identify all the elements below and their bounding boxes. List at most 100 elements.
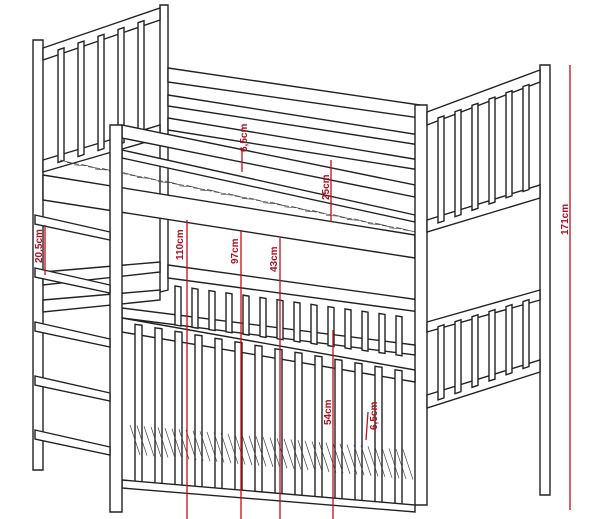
base-slat bbox=[318, 441, 330, 473]
mattress-slat bbox=[80, 163, 94, 168]
end-slat bbox=[505, 89, 513, 199]
base-slat bbox=[234, 434, 246, 465]
mattress-slat bbox=[255, 199, 269, 203]
base-slat bbox=[332, 443, 344, 474]
back-slat bbox=[293, 301, 301, 343]
base-slat bbox=[241, 434, 253, 466]
guard-slat bbox=[274, 347, 283, 497]
guard-slat bbox=[134, 323, 143, 485]
mattress-slat bbox=[269, 201, 283, 206]
base-slat bbox=[192, 430, 204, 461]
left-headboard bbox=[32, 4, 169, 471]
guard-slat bbox=[354, 361, 363, 504]
mattress-slat bbox=[59, 159, 73, 164]
end-slat bbox=[454, 108, 462, 218]
base-slat bbox=[290, 439, 302, 470]
dimension-lines bbox=[44, 65, 571, 519]
mattress-slat bbox=[325, 214, 339, 217]
mattress-slat bbox=[262, 202, 276, 204]
back-slat bbox=[361, 310, 369, 353]
end-slat bbox=[471, 313, 479, 389]
back-rails bbox=[167, 67, 421, 313]
mattress-slat bbox=[164, 180, 178, 185]
dim-ladder-step: 20,5cm bbox=[34, 229, 45, 263]
dim-43: 43cm bbox=[269, 246, 280, 272]
guard-slat bbox=[374, 365, 383, 506]
mattress-slat bbox=[171, 183, 185, 186]
back-slat bbox=[395, 314, 403, 357]
back-slat bbox=[344, 308, 352, 350]
mattress-slat bbox=[248, 197, 262, 202]
base-slat bbox=[262, 436, 274, 468]
base-slat bbox=[164, 428, 176, 459]
base-slat bbox=[283, 438, 295, 469]
mattress-slat bbox=[395, 226, 409, 231]
mattress-slat bbox=[227, 193, 241, 197]
guard-slat bbox=[214, 337, 223, 492]
end-slat bbox=[505, 303, 513, 376]
mattress-slat bbox=[122, 172, 136, 176]
base-slat bbox=[402, 449, 414, 480]
base-slat bbox=[374, 446, 386, 478]
mattress-slat bbox=[311, 210, 325, 214]
guard-slat bbox=[194, 333, 203, 491]
base-slat bbox=[360, 445, 372, 476]
dim-upper-guard-gap: 6,5cm bbox=[239, 124, 250, 152]
base-slat bbox=[220, 433, 232, 464]
guard-slat bbox=[394, 368, 403, 508]
mattress-slat bbox=[353, 218, 367, 223]
base-slat bbox=[157, 427, 169, 458]
mattress-slat bbox=[157, 181, 171, 183]
back-slat bbox=[378, 312, 386, 355]
mattress-slat bbox=[241, 198, 255, 200]
guard-slat bbox=[334, 358, 343, 502]
mattress-slat bbox=[346, 219, 360, 221]
guard-slat bbox=[314, 354, 323, 501]
dim-total-height: 171cm bbox=[560, 204, 571, 235]
end-slat bbox=[437, 114, 445, 224]
end-slat bbox=[488, 96, 496, 206]
base-slat bbox=[171, 428, 183, 459]
mattress-slat bbox=[234, 195, 248, 199]
dim-upper-guard-height: 25cm bbox=[321, 174, 332, 200]
base-slat bbox=[136, 425, 148, 456]
end-slat bbox=[488, 308, 496, 383]
back-slat bbox=[208, 289, 216, 332]
back-slat bbox=[174, 285, 182, 327]
base-slat bbox=[199, 431, 211, 462]
mattress-slat bbox=[150, 178, 164, 182]
guard-slat bbox=[174, 330, 183, 489]
base-slat bbox=[395, 448, 407, 480]
back-slat bbox=[310, 303, 318, 346]
base-slat bbox=[227, 433, 239, 464]
mattress-slat bbox=[178, 185, 192, 188]
mattress-slat bbox=[339, 216, 353, 220]
mattress-slat bbox=[213, 191, 227, 195]
end-slat bbox=[437, 323, 445, 401]
base-slat bbox=[353, 445, 365, 476]
base-slat bbox=[185, 429, 197, 461]
base-slat bbox=[269, 437, 281, 468]
base-slat bbox=[213, 432, 225, 463]
ladder bbox=[34, 124, 123, 513]
base-slat bbox=[206, 431, 218, 463]
right-end bbox=[414, 64, 551, 506]
end-slat bbox=[522, 83, 530, 193]
headboard-slat bbox=[77, 40, 85, 158]
guard-slat bbox=[154, 326, 163, 487]
base-slat bbox=[129, 424, 141, 456]
base-slat bbox=[304, 440, 316, 471]
mattress-slat bbox=[143, 176, 157, 181]
back-slat bbox=[259, 296, 267, 339]
mattress-slat bbox=[199, 189, 213, 192]
guard-slat bbox=[254, 344, 263, 496]
back-slat bbox=[191, 287, 199, 330]
base-slat bbox=[150, 426, 162, 458]
mattress-slat bbox=[332, 214, 346, 218]
headboard-slat bbox=[57, 46, 65, 164]
mattress-slat bbox=[206, 189, 220, 193]
dim-lower-slat-gap: 6,5cm bbox=[369, 402, 380, 430]
base-slat bbox=[255, 436, 267, 467]
upper-frame bbox=[42, 124, 416, 259]
